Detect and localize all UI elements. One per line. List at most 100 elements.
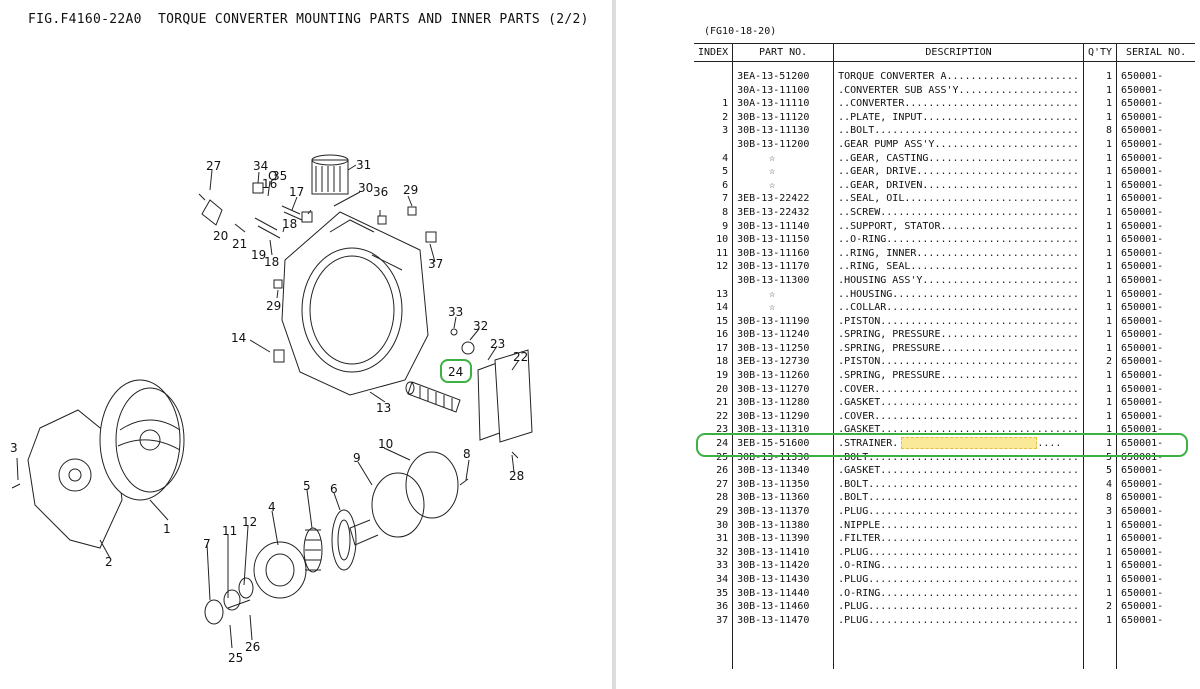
callout-33: 33 (448, 305, 463, 319)
cell-part-no: 30B-13-11370 (732, 505, 835, 519)
cell-description: .NIPPLE................................. (833, 518, 1084, 533)
leader-dots: ................................. (880, 410, 1079, 422)
cell-qty: 1 (1083, 110, 1118, 125)
leader-dots: .... (1037, 438, 1062, 450)
leader-dots: ...................... (946, 370, 1079, 382)
leader-dots: ................................ (886, 356, 1079, 368)
leader-dots: ................................ (886, 397, 1079, 409)
cell-description: ..GEAR, CASTING......................... (833, 151, 1084, 166)
cell-qty: 8 (1083, 124, 1118, 138)
description-text: ..PLATE, INPUT. (838, 111, 929, 123)
cell-qty: 1 (1083, 97, 1118, 111)
description-text: .SPRING, PRESSURE. (838, 370, 947, 382)
description-text: TORQUE CONVERTER A. (838, 71, 953, 82)
diagram-ring-35: O (268, 169, 277, 183)
description-text: .O-RING. (838, 560, 887, 572)
leader-dots: ...................... (946, 329, 1079, 341)
leader-dots: ................................ (886, 465, 1079, 477)
cell-qty: 4 (1083, 477, 1118, 492)
description-text: .GASKET. (838, 465, 887, 477)
description-text: .GASKET. (838, 424, 887, 436)
diagram-page: FIG.F4160-22A0 TORQUE CONVERTER MOUNTING… (0, 0, 612, 689)
cell-qty: 1 (1083, 586, 1118, 601)
callout-11: 11 (222, 524, 237, 538)
model-code: (FG10-18-20) (704, 26, 777, 37)
cell-part-no: 30B-13-11340 (732, 464, 835, 478)
cell-index: 18 (694, 355, 734, 370)
description-text: .PLUG. (838, 614, 875, 626)
cell-qty: 8 (1083, 491, 1118, 505)
cell-serial: 650001- (1121, 614, 1164, 626)
cell-qty: 5 (1083, 464, 1118, 478)
callout-12-label: 12 (242, 515, 257, 529)
housing-drawing (281, 211, 429, 396)
cell-qty: 1 (1083, 83, 1118, 98)
description-text: ..SUPPORT, STATOR. (838, 220, 947, 232)
cell-part-no: 30A-13-11110 (732, 97, 835, 111)
description-text: ..RING, SEAL. (838, 261, 917, 273)
cell-serial: 650001- (1121, 179, 1164, 191)
cell-part-no: 30B-13-11390 (732, 532, 835, 546)
cell-description: .HOUSING ASS'Y.......................... (833, 273, 1084, 288)
leader-dots: .................................. (874, 478, 1079, 490)
callout-5: 5 (303, 479, 311, 493)
cell-description: .COVER.................................. (833, 382, 1084, 397)
cell-qty: 1 (1083, 328, 1118, 342)
cell-index: 11 (694, 246, 734, 261)
leader-dots: .................................. (874, 573, 1079, 585)
cell-serial: 650001- (1121, 573, 1164, 585)
cell-index: 5 (694, 165, 734, 179)
cell-description: ..HOUSING............................... (833, 287, 1084, 302)
cell-description: ..CONVERTER............................. (833, 97, 1084, 111)
cell-qty: 1 (1083, 233, 1118, 247)
cell-qty: 1 (1083, 314, 1118, 329)
table-row: 6☆..GEAR, DRIVEN........................… (694, 178, 1195, 193)
cell-description: ..SUPPORT, STATOR....................... (833, 219, 1084, 234)
cell-index (694, 273, 734, 288)
cell-part-no: 30A-13-11100 (732, 83, 835, 98)
callout-35: 35 (272, 169, 287, 183)
cell-description: .BOLT................................... (833, 450, 1084, 465)
description-text: .STRAINER. (838, 438, 899, 450)
cell-serial: 650001- (1121, 302, 1164, 314)
callout-10: 10 (378, 437, 393, 451)
cell-index (694, 137, 734, 152)
cell-part-no: 30B-13-11200 (732, 137, 835, 152)
description-text: .FILTER. (838, 533, 887, 545)
table-row: 1 30A-13-11110..CONVERTER................… (694, 97, 1195, 111)
cell-part-no: 3EB-13-12730 (732, 355, 835, 370)
cell-part-no: 30B-13-11430 (732, 572, 835, 587)
description-text: .PLUG. (838, 601, 875, 613)
leader-dots: ........................ (934, 152, 1079, 164)
cell-index: 6 (694, 178, 734, 193)
cell-index: 34 (694, 572, 734, 587)
cell-index: 24 (694, 437, 734, 451)
description-text: .PLUG. (838, 573, 875, 585)
cell-part-no: ☆ (732, 165, 835, 179)
callout-23: 23 (490, 337, 505, 351)
cell-description: .O-RING................................. (833, 559, 1084, 573)
table-row: 5☆..GEAR, DRIVE.........................… (694, 165, 1195, 179)
cell-index: 35 (694, 586, 734, 601)
cell-part-no: 3EB-13-22432 (732, 205, 835, 220)
cell-part-no: 30B-13-11120 (732, 110, 835, 125)
leader-dots: ............................ (910, 98, 1079, 110)
callout-30: 30 (358, 181, 373, 195)
input-plate-drawing (27, 409, 123, 549)
description-text: .BOLT. (838, 478, 875, 490)
star-icon: ☆ (769, 302, 776, 314)
table-row: 14☆..COLLAR.............................… (694, 301, 1195, 315)
leader-dots: ................................ (886, 206, 1079, 218)
cell-index: 14 (694, 301, 734, 315)
cell-qty: 1 (1083, 287, 1118, 302)
cell-index: 21 (694, 396, 734, 410)
star-icon: ☆ (769, 288, 776, 300)
